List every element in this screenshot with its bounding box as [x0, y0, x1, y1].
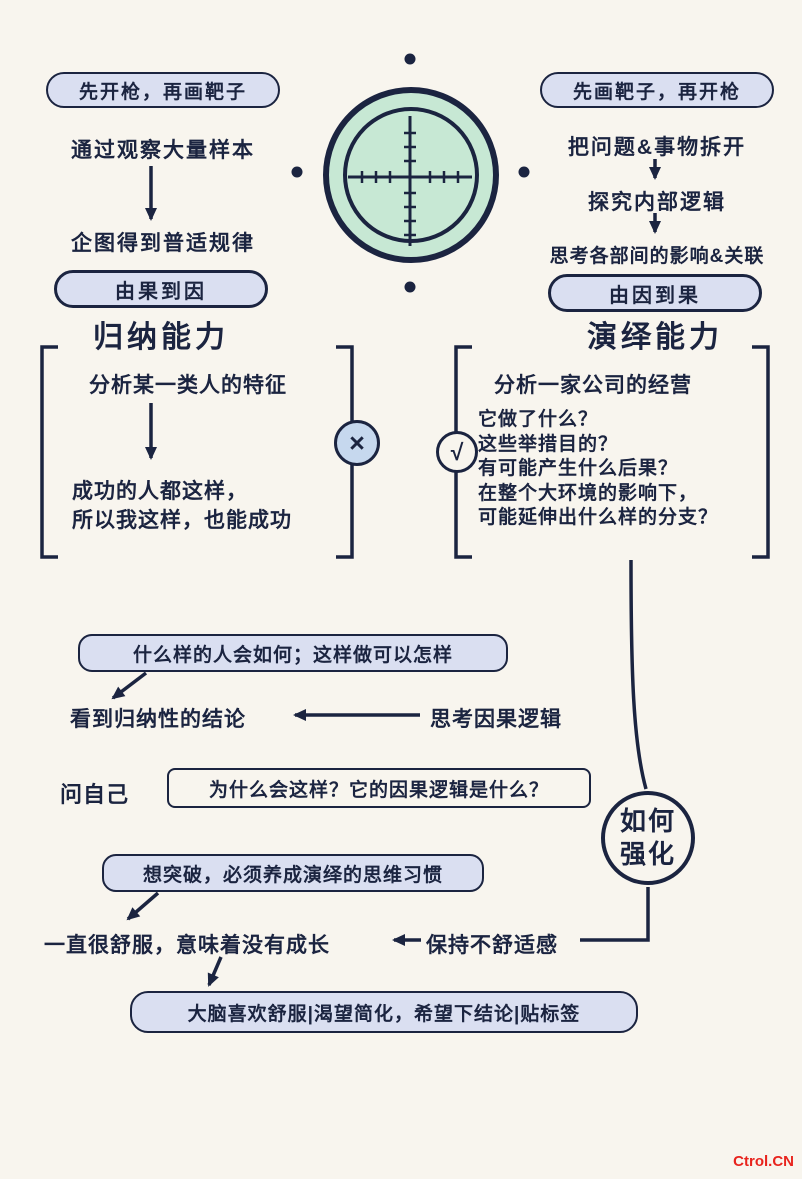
strengthen-line: 如何 [619, 806, 676, 836]
keep-discomfort-label: 保持不舒适感 [426, 934, 558, 957]
deduction-question: 它做了什么？ [478, 409, 599, 430]
left-example-bracket-open [40, 345, 58, 559]
right-pill: 先画靶子，再开枪 [540, 72, 774, 108]
left-example-conclusion: 成功的人都这样， 所以我这样，也能成功 [72, 477, 334, 535]
left-conclusion-line: 成功的人都这样， [72, 480, 248, 503]
deduction-question: 可能延伸出什么样的分支？ [478, 507, 719, 528]
breakthrough-box: 想突破，必须养成演绎的思维习惯 [102, 854, 484, 892]
right-step-1: 把问题&事物拆开 [567, 136, 747, 159]
right-title: 演绎能力 [587, 321, 723, 354]
causal-logic-label: 思考因果逻辑 [430, 708, 562, 731]
link-strengthen-to-discomfort [580, 887, 650, 942]
ask-yourself-label: 问自己 [60, 782, 130, 807]
brain-box: 大脑喜欢舒服|渴望简化，希望下结论|贴标签 [130, 991, 638, 1033]
right-step-3: 思考各部间的影响&关联 [549, 246, 765, 267]
link-bracket-to-strengthen [629, 559, 648, 790]
right-example-bracket-close [752, 345, 770, 559]
arrow-comfort-to-brain [207, 956, 223, 987]
induction-conclusion-label: 看到归纳性的结论 [70, 708, 246, 731]
deduction-question: 有可能产生什么后果？ [478, 458, 679, 479]
arrow-breakthrough-to-comfort [126, 891, 160, 921]
check-mark-icon: √ [436, 431, 478, 473]
arrow-box-to-conclusion [111, 671, 148, 700]
strengthen-line: 强化 [619, 839, 676, 869]
comfort-warning-label: 一直很舒服，意味着没有成长 [44, 934, 330, 957]
deduction-question: 这些举措目的？ [478, 433, 619, 455]
ask-question-box: 为什么会这样？它的因果逻辑是什么？ [167, 768, 591, 808]
left-conclusion-line: 所以我这样，也能成功 [72, 509, 292, 532]
strengthen-circle: 如何 强化 [601, 791, 695, 885]
right-badge: 由因到果 [548, 274, 762, 312]
right-example-heading: 分析一家公司的经营 [494, 374, 692, 397]
right-step-2: 探究内部逻辑 [588, 191, 726, 214]
right-example-questions: 它做了什么？ 这些举措目的？ 有可能产生什么后果？ 在整个大环境的影响下， 可能… [478, 408, 766, 531]
deduction-question: 在整个大环境的影响下， [478, 482, 699, 504]
left-badge: 由果到因 [54, 270, 268, 308]
left-example-heading: 分析某一类人的特征 [89, 374, 287, 397]
left-title: 归纳能力 [93, 321, 229, 354]
cross-mark-icon: × [334, 420, 380, 466]
left-step-1: 通过观察大量样本 [71, 139, 255, 162]
left-step-2: 企图得到普适规律 [71, 232, 255, 255]
left-pill: 先开枪，再画靶子 [46, 72, 280, 108]
watermark: Ctrol.CN [733, 1153, 794, 1170]
target-icon [291, 53, 530, 293]
induction-example-box: 什么样的人会如何；这样做可以怎样 [78, 634, 508, 672]
